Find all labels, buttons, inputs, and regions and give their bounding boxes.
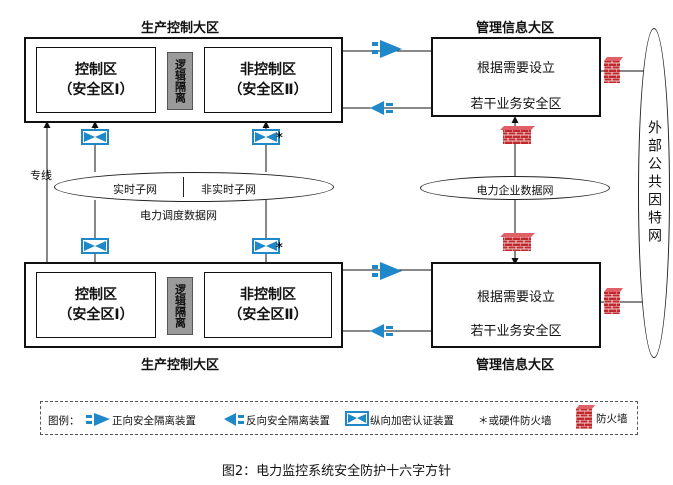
mgmt-text-line2: 若干业务安全区 [470,324,562,339]
enterprise-network-ellipse: 电力企业数据网 [420,176,610,200]
control-zone-bottom: 控制区 （安全区Ⅰ） [36,272,156,338]
noncontrol-zone-top: 非控制区 （安全区Ⅱ） [204,47,332,113]
firewall-icon [500,126,535,144]
mgmt-area-bottom: 根据需要设立 若干业务安全区 [431,262,601,348]
noncontrol-zone-subtitle: （安全区Ⅱ） [228,82,308,98]
legend-box [40,401,638,435]
mgmt-text-line1: 根据需要设立 [476,290,555,305]
legend-hw-firewall-label: ＊或硬件防火墙 [478,415,552,427]
subnet-divider [183,177,185,197]
realtime-subnet-label: 实时子网 [113,183,157,196]
figure-caption: 图2：电力监控系统安全防护十六字方针 [221,464,452,479]
mgmt-text-line2: 若干业务安全区 [470,97,562,112]
production-area-top: 控制区 （安全区Ⅰ） 逻辑隔离 非控制区 （安全区Ⅱ） [24,37,343,123]
production-area-bottom: 控制区 （安全区Ⅰ） 逻辑隔离 非控制区 （安全区Ⅱ） [24,262,343,348]
noncontrol-zone-subtitle: （安全区Ⅱ） [228,307,308,323]
mgmt-area-top: 根据需要设立 若干业务安全区 [431,37,601,117]
dedicated-line-label: 专线 [30,169,52,182]
nonrealtime-subnet-label: 非实时子网 [201,183,256,196]
legend-prefix: 图例： [48,415,80,427]
firewall-icon [500,233,535,251]
legend-forward-label: 正向安全隔离装置 [112,415,196,427]
encryption-device-icon [252,129,280,145]
encryption-device-icon [345,411,369,426]
reverse-isolation-icon [370,101,393,115]
logic-isolation-bottom: 逻辑隔离 [167,277,193,335]
internet-label: 外部公共因特网 [646,120,662,246]
mgmt-area-title-bottom: 管理信息大区 [475,358,554,373]
forward-isolation-icon [86,413,110,426]
encryption-device-icon [252,238,280,254]
noncontrol-zone-title: 非控制区 [240,62,296,78]
production-area-title-top: 生产控制大区 [140,21,219,36]
hw-firewall-star-top: * [276,131,283,146]
firewall-icon [604,288,623,314]
mgmt-text-line1: 根据需要设立 [476,61,555,76]
noncontrol-zone-title: 非控制区 [240,287,296,303]
encryption-device-icon [81,238,109,254]
legend-firewall-label: 防火墙 [596,413,628,425]
reverse-isolation-icon [370,324,393,338]
hw-firewall-star-bottom: * [276,241,283,256]
firewall-icon [576,405,595,429]
control-zone-subtitle: （安全区Ⅰ） [58,82,134,98]
dispatch-network-ellipse: 实时子网 非实时子网 [54,172,334,202]
logic-isolation-top: 逻辑隔离 [167,52,193,110]
encryption-device-icon [81,129,109,145]
legend-encrypt-label: 纵向加密认证装置 [370,415,454,427]
control-zone-title: 控制区 [75,287,117,303]
control-zone-title: 控制区 [75,62,117,78]
control-zone-top: 控制区 （安全区Ⅰ） [36,47,156,113]
production-area-title-bottom: 生产控制大区 [140,358,219,373]
noncontrol-zone-bottom: 非控制区 （安全区Ⅱ） [204,272,332,338]
control-zone-subtitle: （安全区Ⅰ） [58,307,134,323]
forward-isolation-icon [372,40,402,58]
reverse-isolation-icon [224,413,244,426]
enterprise-network-label: 电力企业数据网 [476,184,554,197]
firewall-icon [604,57,623,83]
internet-ellipse [638,28,670,358]
dispatch-network-label: 电力调度数据网 [140,209,217,222]
mgmt-area-title-top: 管理信息大区 [475,21,554,36]
legend-reverse-label: 反向安全隔离装置 [246,415,330,427]
forward-isolation-icon [372,262,402,280]
